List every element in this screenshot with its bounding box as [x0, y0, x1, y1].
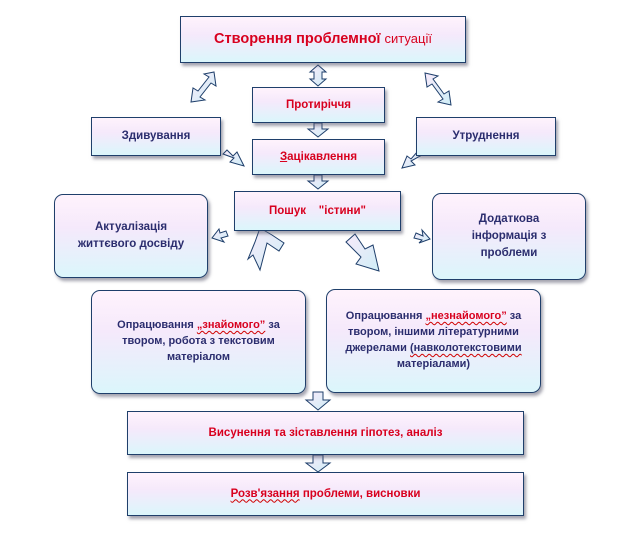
unknown-line-3b: (навколотекстовими	[410, 342, 522, 354]
double-arrow-top-left	[190, 71, 217, 103]
hypotheses-text: Висунення та зіставлення гіпотез, аналіз	[208, 426, 443, 439]
solution-box: Розв'язання проблеми, висновки	[127, 472, 524, 516]
interest-text: ацікавлення	[287, 150, 358, 163]
problem-situation-box: Створення проблемної ситуації	[180, 16, 466, 63]
contradiction-text: Протиріччя	[285, 98, 351, 111]
surprise-box: Здивування	[91, 117, 221, 156]
down-arrow-3	[304, 391, 332, 411]
arrow-to-unknown	[345, 233, 380, 272]
additional-info-box: Додаткова інформація з проблеми	[432, 193, 586, 280]
unknown-highlight: „незнайомого”	[425, 310, 507, 323]
known-line-3: матеріалом	[166, 350, 231, 363]
unknown-line-2: твором, іншими літературними	[348, 326, 519, 339]
arrow-surprise-to-interest	[222, 149, 245, 167]
surprise-text: Здивування	[121, 130, 191, 143]
unknown-line-1a: Опрацювання	[345, 310, 426, 323]
down-arrow-4	[304, 454, 332, 473]
problem-situation-text-2: ситуації	[384, 30, 432, 46]
actualization-box: Актуалізація життєвого досвіду	[54, 194, 208, 278]
search-truth-box: Пошук "істини"	[234, 191, 401, 231]
contradiction-box: Протиріччя	[252, 87, 385, 123]
known-line-1b: за	[265, 319, 280, 332]
unknown-line-3a: джерелами	[345, 342, 410, 354]
double-arrow-top-right	[424, 72, 452, 106]
unknown-material-box: Опрацювання „незнайомого” за твором, інш…	[326, 289, 541, 393]
solution-text: проблеми, висновки	[299, 487, 421, 500]
unknown-line-4: матеріалами)	[396, 357, 471, 370]
unknown-line-1b: за	[506, 310, 522, 323]
down-arrow-1	[306, 122, 330, 138]
double-arrow-top-center	[308, 64, 328, 87]
interest-text-initial: З	[279, 150, 288, 163]
arrow-to-known	[246, 227, 285, 272]
problem-situation-text: Створення проблемної	[214, 30, 381, 47]
known-line-2: твором, робота з текстовим	[122, 335, 275, 348]
additional-line-3: проблеми	[480, 246, 538, 259]
hypotheses-box: Висунення та зіставлення гіпотез, аналіз	[127, 411, 524, 455]
additional-line-2: інформація з	[471, 230, 547, 243]
difficulty-box: Утруднення	[416, 117, 556, 156]
arrow-to-actualization	[211, 227, 229, 243]
search-truth-text-2: "істини"	[318, 204, 367, 217]
interest-box: Зацікавлення	[252, 139, 385, 175]
known-highlight: „знайомого”	[196, 319, 266, 332]
arrow-to-additional	[413, 228, 431, 244]
difficulty-text: Утруднення	[452, 130, 520, 143]
known-material-box: Опрацювання „знайомого” за твором, робот…	[91, 290, 306, 394]
additional-line-1: Додаткова	[478, 213, 540, 226]
known-line-1a: Опрацювання	[117, 319, 197, 332]
actualization-line-1: Актуалізація	[94, 221, 168, 234]
solution-highlight: Розв'язання	[230, 487, 300, 500]
down-arrow-2	[306, 174, 330, 190]
actualization-line-2: життєвого досвіду	[77, 238, 185, 250]
search-truth-text: Пошук	[268, 204, 307, 217]
